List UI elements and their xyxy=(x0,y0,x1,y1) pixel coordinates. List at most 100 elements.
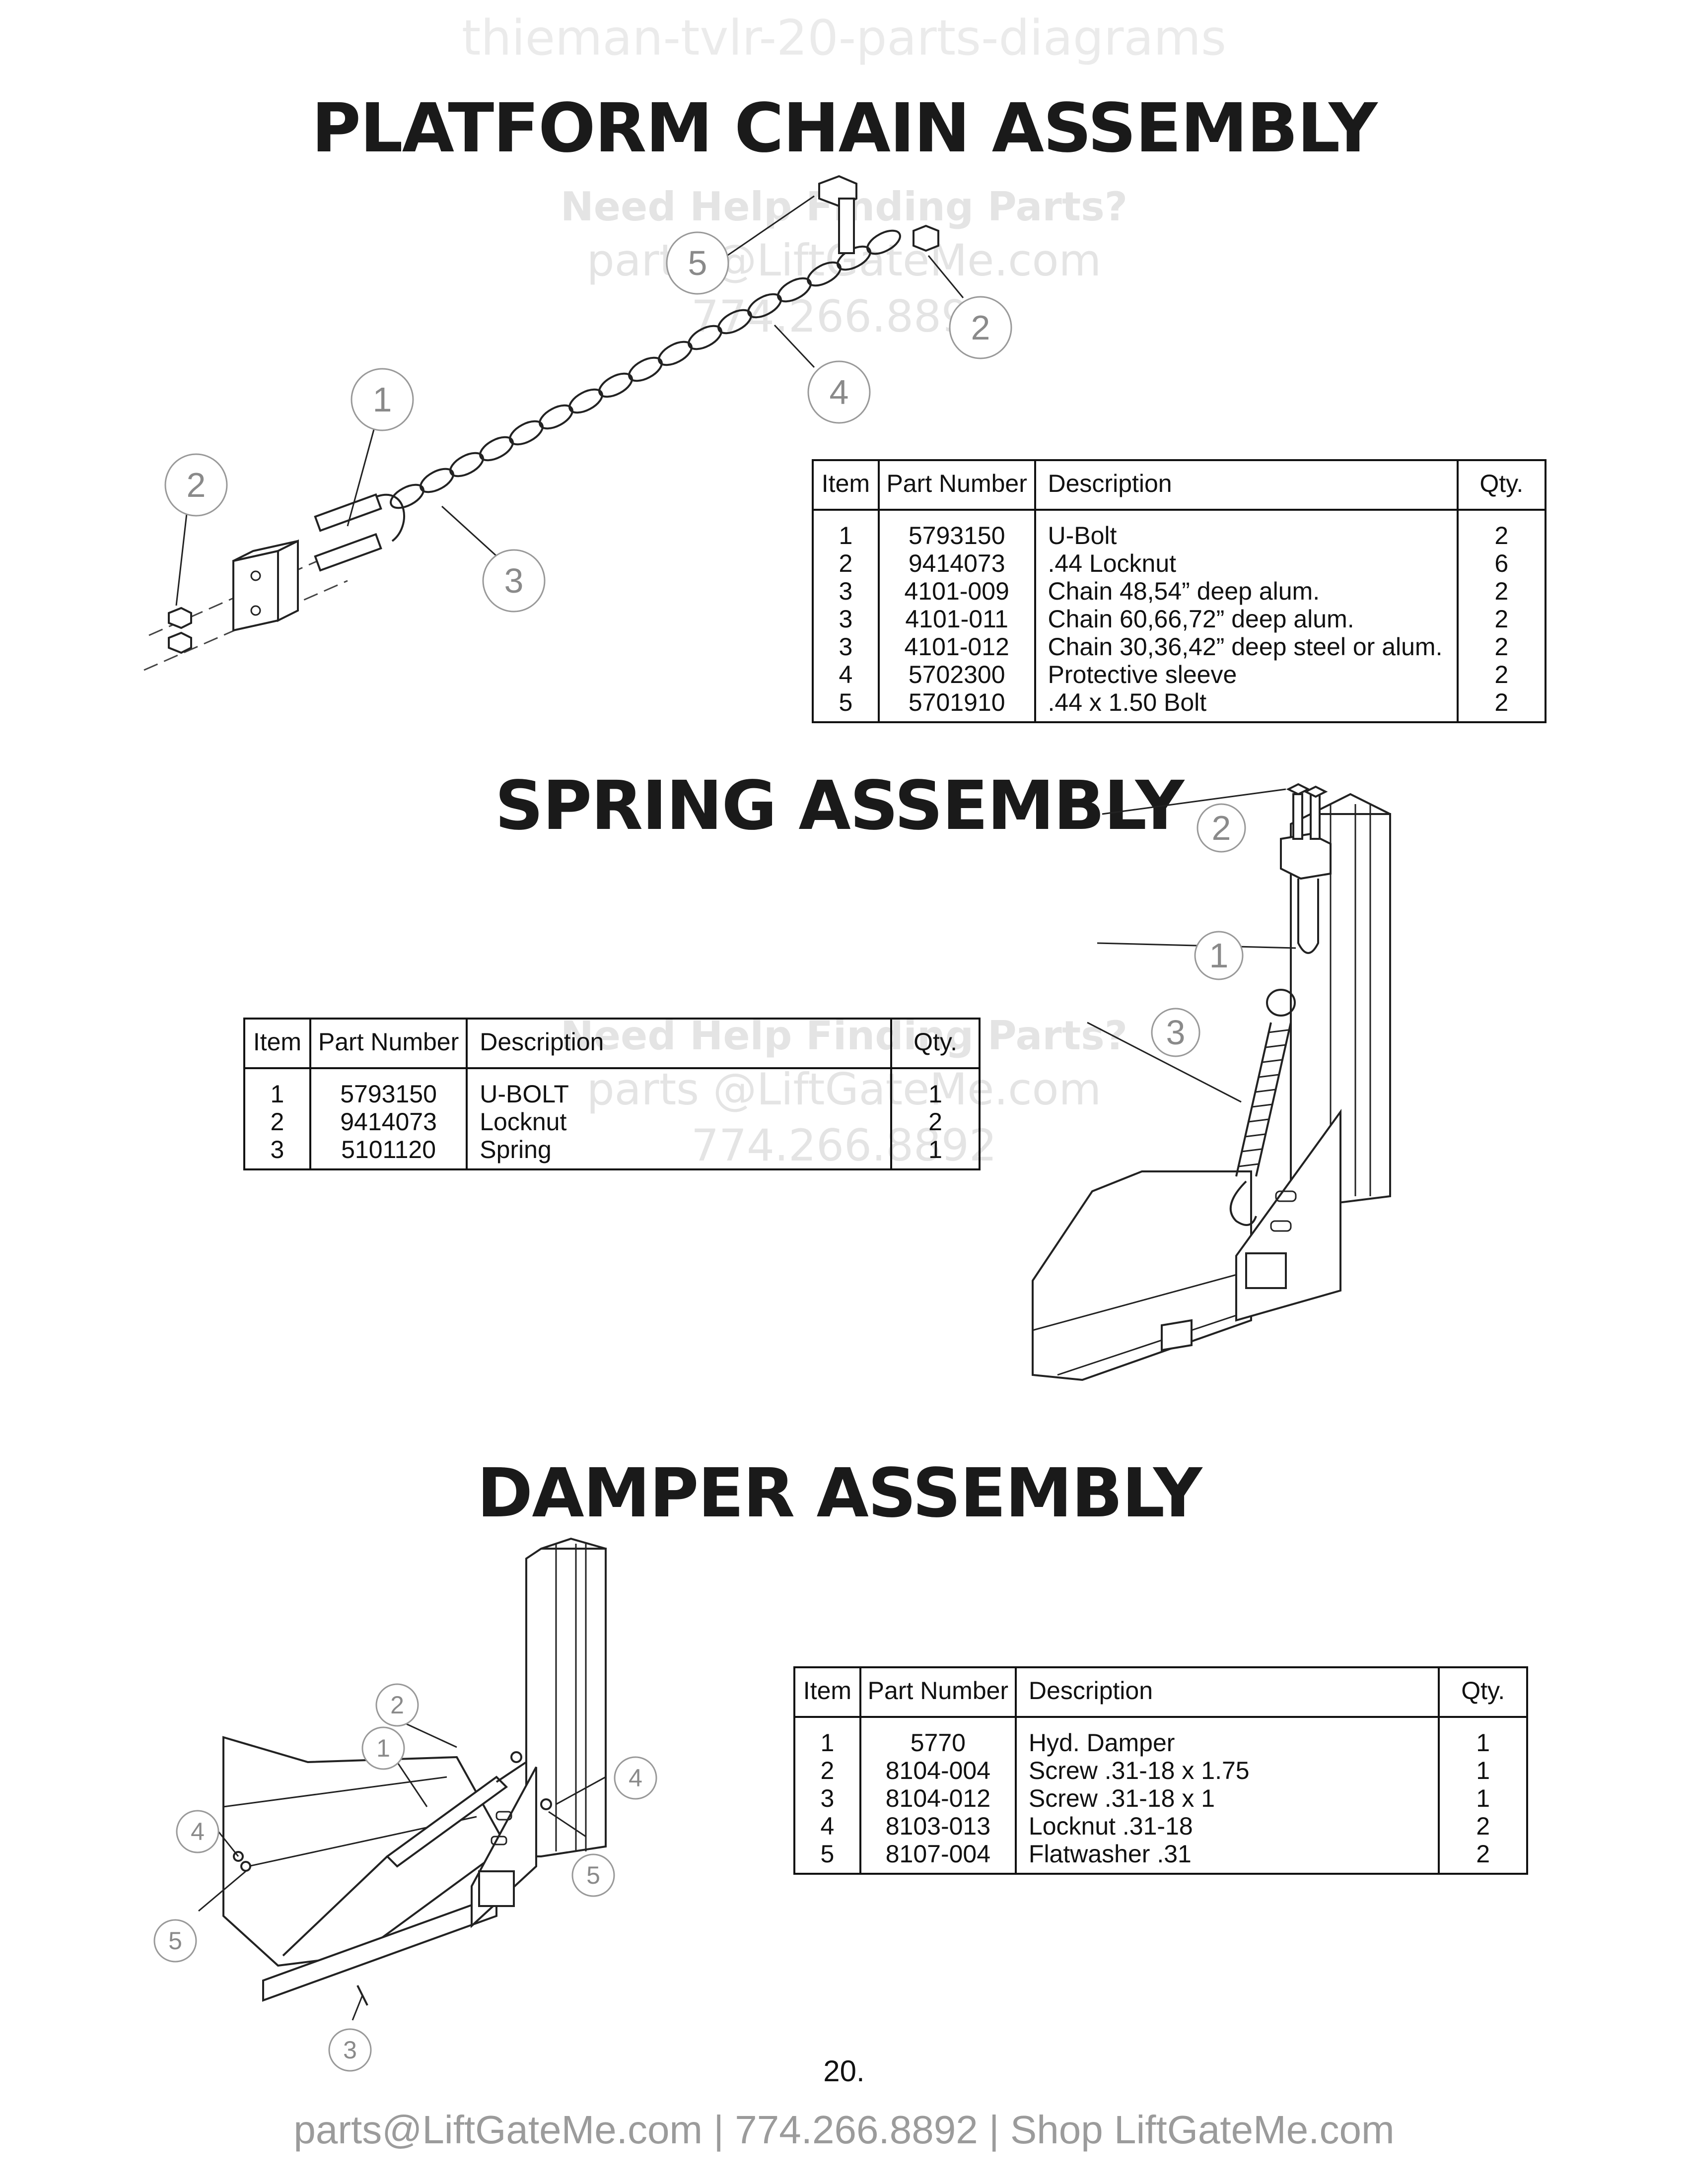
item-cell: 4 xyxy=(793,1812,861,1840)
col-header-qty: Qty. xyxy=(1438,1666,1528,1718)
callout-2: 2 xyxy=(949,296,1012,359)
spring-diagram xyxy=(1032,783,1391,1381)
col-header-part-number: Part Number xyxy=(877,459,1036,511)
part-number-cell: 8104-012 xyxy=(859,1784,1017,1812)
description-cell: Chain 60,66,72” deep alum. xyxy=(1034,605,1459,633)
qty-cell: 1 xyxy=(890,1068,981,1108)
description-cell: Screw .31-18 x 1.75 xyxy=(1014,1757,1440,1784)
table-row: 3 4101-009 Chain 48,54” deep alum. 2 xyxy=(812,577,1547,605)
qty-cell: 1 xyxy=(1438,1757,1528,1784)
description-cell: Locknut xyxy=(466,1108,893,1136)
svg-text:5: 5 xyxy=(586,1861,600,1889)
qty-cell: 1 xyxy=(1438,1717,1528,1757)
footer-contact: parts@LiftGateMe.com | 774.266.8892 | Sh… xyxy=(293,2108,1395,2152)
parts-table-damper: Item Part Number Description Qty. 1 5770… xyxy=(793,1666,1528,1875)
part-number-cell: 5101120 xyxy=(309,1136,468,1169)
part-number-cell: 9414073 xyxy=(877,549,1036,577)
qty-cell: 2 xyxy=(1456,605,1547,633)
table-row: 2 9414073 Locknut 2 xyxy=(243,1108,981,1136)
qty-cell: 2 xyxy=(890,1108,981,1136)
platform-chain-diagram xyxy=(143,175,964,671)
svg-text:1: 1 xyxy=(1209,936,1229,975)
item-cell: 3 xyxy=(812,577,880,605)
col-header-part-number: Part Number xyxy=(859,1666,1017,1718)
qty-cell: 2 xyxy=(1456,510,1547,549)
item-cell: 5 xyxy=(812,688,880,722)
svg-text:3: 3 xyxy=(504,561,524,600)
col-header-item: Item xyxy=(243,1018,311,1069)
part-number-cell: 8107-004 xyxy=(859,1840,1017,1874)
callout-1: 1 xyxy=(1194,931,1244,980)
table-row: 2 8104-004 Screw .31-18 x 1.75 1 xyxy=(793,1757,1528,1784)
section-title-spring: SPRING ASSEMBLY xyxy=(494,767,1185,845)
locknut-left-top xyxy=(168,607,192,629)
part-number-cell: 8103-013 xyxy=(859,1812,1017,1840)
callout-2: 2 xyxy=(375,1683,419,1727)
item-cell: 1 xyxy=(793,1717,861,1757)
locknut xyxy=(1286,783,1311,796)
col-header-qty: Qty. xyxy=(890,1018,981,1069)
section-title-platform-chain: PLATFORM CHAIN ASSEMBLY xyxy=(311,89,1377,168)
svg-text:4: 4 xyxy=(830,373,849,411)
platform-chain-callouts: 1 2 2 3 4 5 xyxy=(164,231,1012,613)
platform-floor xyxy=(222,1736,508,1967)
qty-cell: 2 xyxy=(1438,1812,1528,1840)
table-row: 1 5793150 U-Bolt 2 xyxy=(812,510,1547,549)
spring-coil xyxy=(1229,989,1296,1226)
callout-5: 5 xyxy=(666,231,729,295)
item-cell: 1 xyxy=(812,510,880,549)
description-cell: Flatwasher .31 xyxy=(1014,1840,1440,1874)
svg-text:4: 4 xyxy=(191,1818,205,1845)
col-header-item: Item xyxy=(793,1666,861,1718)
svg-text:5: 5 xyxy=(168,1927,182,1955)
table-row: 3 4101-012 Chain 30,36,42” deep steel or… xyxy=(812,633,1547,661)
col-header-part-number: Part Number xyxy=(309,1018,468,1069)
part-number-cell: 5793150 xyxy=(309,1068,468,1108)
part-number-cell: 4101-009 xyxy=(877,577,1036,605)
qty-cell: 2 xyxy=(1438,1840,1528,1874)
part-number-cell: 5793150 xyxy=(877,510,1036,549)
description-cell: Locknut .31-18 xyxy=(1014,1812,1440,1840)
table-row: 5 5701910 .44 x 1.50 Bolt 2 xyxy=(812,688,1547,722)
callout-5: 5 xyxy=(571,1853,615,1897)
u-bolt xyxy=(1297,879,1319,954)
qty-cell: 2 xyxy=(1456,688,1547,722)
part-number-cell: 5701910 xyxy=(877,688,1036,722)
qty-cell: 2 xyxy=(1456,661,1547,688)
part-number-cell: 5702300 xyxy=(877,661,1036,688)
svg-text:5: 5 xyxy=(688,244,707,282)
hyd-damper xyxy=(282,1761,527,1957)
table-row: 5 8107-004 Flatwasher .31 2 xyxy=(793,1840,1528,1874)
description-cell: Chain 30,36,42” deep steel or alum. xyxy=(1034,633,1459,661)
callout-5: 5 xyxy=(153,1919,197,1963)
description-cell: U-BOLT xyxy=(466,1068,893,1108)
parts-table-platform-chain: Item Part Number Description Qty. 1 5793… xyxy=(812,459,1547,723)
description-cell: Spring xyxy=(466,1136,893,1169)
table-row: 3 4101-011 Chain 60,66,72” deep alum. 2 xyxy=(812,605,1547,633)
col-header-description: Description xyxy=(466,1018,893,1069)
table-row: 4 8103-013 Locknut .31-18 2 xyxy=(793,1812,1528,1840)
chain-part xyxy=(390,229,901,509)
col-header-description: Description xyxy=(1034,459,1459,511)
parts-table-spring: Item Part Number Description Qty. 1 5793… xyxy=(243,1018,981,1170)
locknut xyxy=(1303,785,1328,798)
u-bolt-part xyxy=(314,493,405,572)
item-cell: 3 xyxy=(243,1136,311,1169)
svg-text:2: 2 xyxy=(971,308,990,347)
description-cell: Screw .31-18 x 1 xyxy=(1014,1784,1440,1812)
description-cell: Hyd. Damper xyxy=(1014,1717,1440,1757)
svg-text:2: 2 xyxy=(390,1691,404,1719)
part-number-cell: 8104-004 xyxy=(859,1757,1017,1784)
callout-3: 3 xyxy=(1151,1008,1200,1057)
section-title-damper: DAMPER ASSEMBLY xyxy=(477,1454,1202,1533)
qty-cell: 1 xyxy=(890,1136,981,1169)
callout-1: 1 xyxy=(351,368,414,431)
damper-diagram xyxy=(198,1537,607,2021)
callout-3: 3 xyxy=(328,2028,372,2072)
item-cell: 3 xyxy=(812,605,880,633)
svg-text:1: 1 xyxy=(373,380,392,419)
callout-3: 3 xyxy=(482,549,546,613)
qty-cell: 2 xyxy=(1456,577,1547,605)
callout-4: 4 xyxy=(614,1756,657,1800)
spring-callouts: 2 1 3 xyxy=(1151,803,1246,1057)
